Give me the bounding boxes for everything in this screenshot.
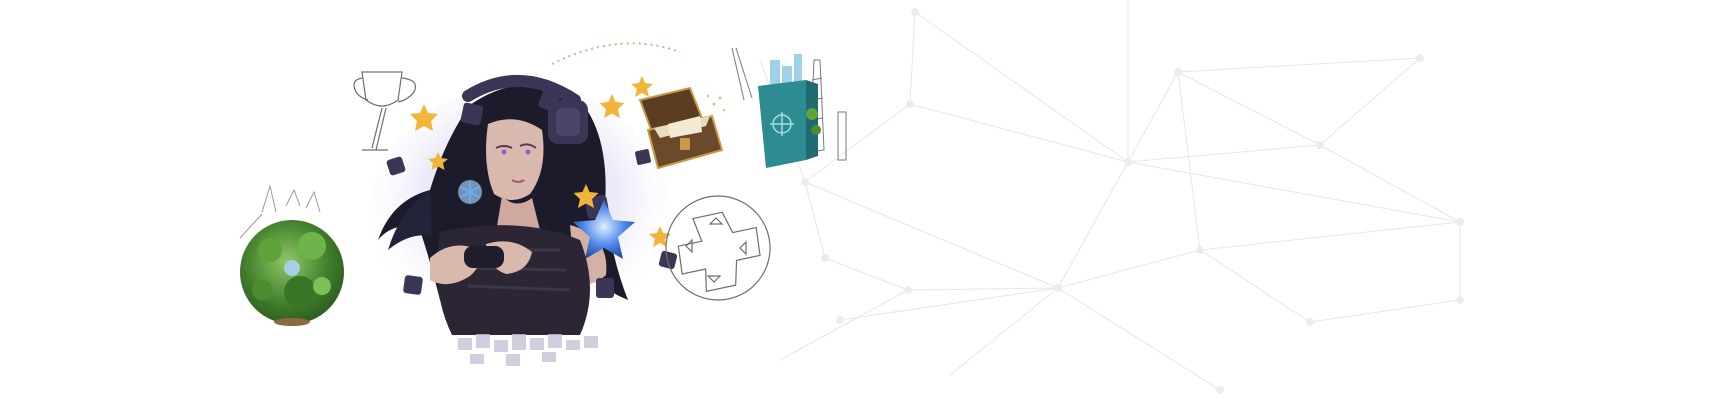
network-nodes <box>801 8 1464 394</box>
planet-globe-illustration <box>239 184 344 326</box>
snowflake-icon <box>458 180 482 204</box>
gamer-girl-illustration <box>370 74 678 366</box>
network-lines-decoration <box>759 0 1461 391</box>
treasure-chest-illustration <box>638 86 726 170</box>
trophy-icon <box>353 71 417 151</box>
blue-star-icon <box>573 200 635 259</box>
dpad-icon <box>665 195 771 301</box>
passport-city-illustration <box>731 47 847 168</box>
star-icon <box>410 76 671 259</box>
dotted-arc-decoration <box>551 42 681 65</box>
